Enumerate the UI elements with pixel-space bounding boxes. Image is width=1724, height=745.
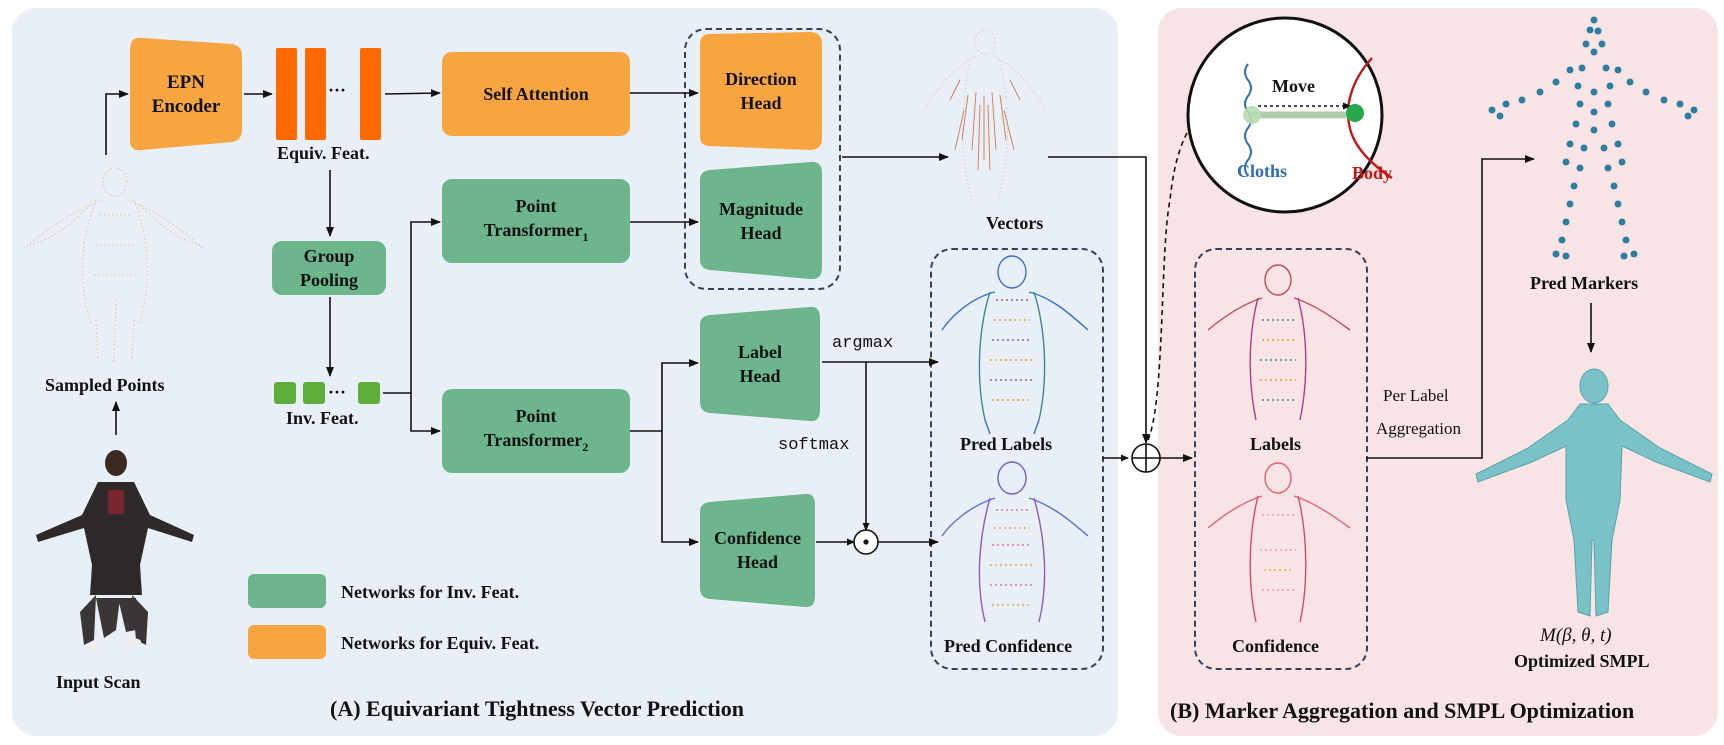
epn-text-1: EPN: [167, 72, 205, 93]
epn-text-2: Encoder: [151, 96, 221, 117]
smpl-body-figure: [1475, 368, 1713, 617]
pt1-text-2: Transformer1: [484, 218, 589, 249]
confidence-text-2: Head: [736, 552, 778, 572]
input-scan-label: Input Scan: [56, 672, 141, 692]
confidence-head-block: [700, 493, 815, 608]
equiv-feature-bar: [276, 48, 297, 140]
magnitude-head-label: Magnitude Head: [700, 190, 822, 252]
move-label: Move: [1272, 76, 1315, 96]
legend-equiv-label: Networks for Equiv. Feat.: [341, 633, 540, 653]
smpl-formula: M(β, θ, t): [1540, 625, 1612, 646]
group-text-2: Pooling: [299, 270, 358, 290]
arrow-pt2-to-confidence: [661, 431, 699, 546]
aggregation-text: Aggregation: [1376, 419, 1461, 438]
pred-confidence-label: Pred Confidence: [944, 636, 1073, 656]
labels-label: Labels: [1250, 434, 1302, 454]
sampled-points-label: Sampled Points: [45, 375, 165, 395]
dashed-move-arrow: [1147, 109, 1205, 441]
label-head-label: Label Head: [700, 333, 820, 395]
legend-swatch-equiv: [248, 625, 326, 659]
arrow-sampled-to-epn: [105, 90, 129, 155]
magnitude-text-2: Head: [740, 223, 782, 243]
equiv-feature-bar: [360, 48, 381, 140]
arrow-feat-to-attention: [384, 89, 441, 98]
cloths-label: Cloths: [1237, 161, 1288, 181]
argmax-label: argmax: [832, 334, 894, 353]
pt2-word: Transformer: [483, 429, 583, 450]
pt2-text-1: Point: [515, 405, 557, 426]
label-text-1: Label: [737, 342, 782, 362]
arrow-inv-split: [383, 218, 441, 394]
self-attention-block: Self Attention: [442, 52, 630, 136]
inv-ellipsis: ···: [328, 382, 347, 402]
pred-markers-figure: [1488, 16, 1698, 260]
epn-encoder-label: EPN Encoder: [130, 60, 242, 130]
confidence-figure: [1207, 462, 1351, 623]
label-head-block: [700, 306, 820, 422]
confidence-text-1: Confidence: [714, 528, 801, 548]
inv-feature-square: [303, 382, 325, 404]
label-text-2: Head: [739, 366, 781, 386]
panel-b-title: (B) Marker Aggregation and SMPL Optimiza…: [1170, 698, 1635, 723]
inv-feature-square: [358, 382, 380, 404]
confidence-label: Confidence: [1232, 636, 1319, 656]
per-label-text: Per Label: [1383, 386, 1449, 405]
group-text-1: Group: [303, 246, 355, 266]
pt1-subscript: 1: [582, 229, 589, 244]
pt2-subscript: 2: [582, 439, 589, 454]
vectors-figure: [924, 29, 1046, 201]
arrow-inv-to-pt2: [410, 393, 441, 435]
softmax-label: softmax: [778, 436, 850, 455]
pt1-word: Transformer: [483, 219, 583, 240]
legend-swatch-inv: [248, 574, 326, 608]
labels-group-box: [1194, 248, 1368, 670]
vectors-label: Vectors: [986, 213, 1044, 233]
pred-labels-label: Pred Labels: [960, 434, 1053, 454]
point-transformer-1-block: Point Transformer1: [442, 179, 630, 263]
direction-head-label: Direction Head: [700, 60, 822, 122]
panel-a-title: (A) Equivariant Tightness Vector Predict…: [330, 696, 744, 721]
body-label: Body: [1352, 163, 1393, 183]
inv-feature-square: [274, 382, 296, 404]
legend-inv-label: Networks for Inv. Feat.: [341, 582, 520, 602]
cloth-point-icon: [1243, 106, 1261, 124]
direction-head-block: [700, 32, 822, 150]
point-transformer-2-block: Point Transformer2: [442, 389, 630, 473]
arrow-pt2-split: [630, 359, 699, 432]
equiv-feat-label: Equiv. Feat.: [277, 143, 370, 163]
pred-confidence-figure: [941, 461, 1089, 623]
pt2-text-2: Transformer2: [484, 428, 589, 459]
labels-figure: [1207, 264, 1351, 421]
optimized-smpl-label: Optimized SMPL: [1514, 651, 1650, 671]
prediction-group-box: [930, 248, 1104, 670]
group-pooling-block: Group Pooling: [272, 241, 386, 295]
direction-text-1: Direction: [725, 69, 797, 89]
equiv-feature-bar: [305, 48, 326, 140]
direction-text-2: Head: [740, 93, 782, 113]
arrow-aggregation: [1366, 155, 1535, 459]
body-point-icon: [1346, 104, 1364, 122]
body-curve-icon: [1346, 57, 1393, 179]
arrow-vectors-to-oplus: [1048, 156, 1150, 444]
sampled-points-figure: [21, 167, 205, 363]
inv-feat-label: Inv. Feat.: [286, 408, 359, 428]
pred-markers-label: Pred Markers: [1530, 273, 1639, 293]
pred-labels-figure: [941, 255, 1089, 435]
input-scan-figure: [36, 450, 194, 652]
pt1-text-1: Point: [515, 195, 557, 216]
confidence-head-label: Confidence Head: [700, 519, 815, 581]
equiv-ellipsis: ···: [328, 80, 347, 100]
epn-encoder-block: [130, 37, 242, 151]
magnitude-head-block: [700, 161, 822, 280]
magnitude-text-1: Magnitude: [718, 199, 803, 219]
head-group-box: [684, 28, 841, 290]
